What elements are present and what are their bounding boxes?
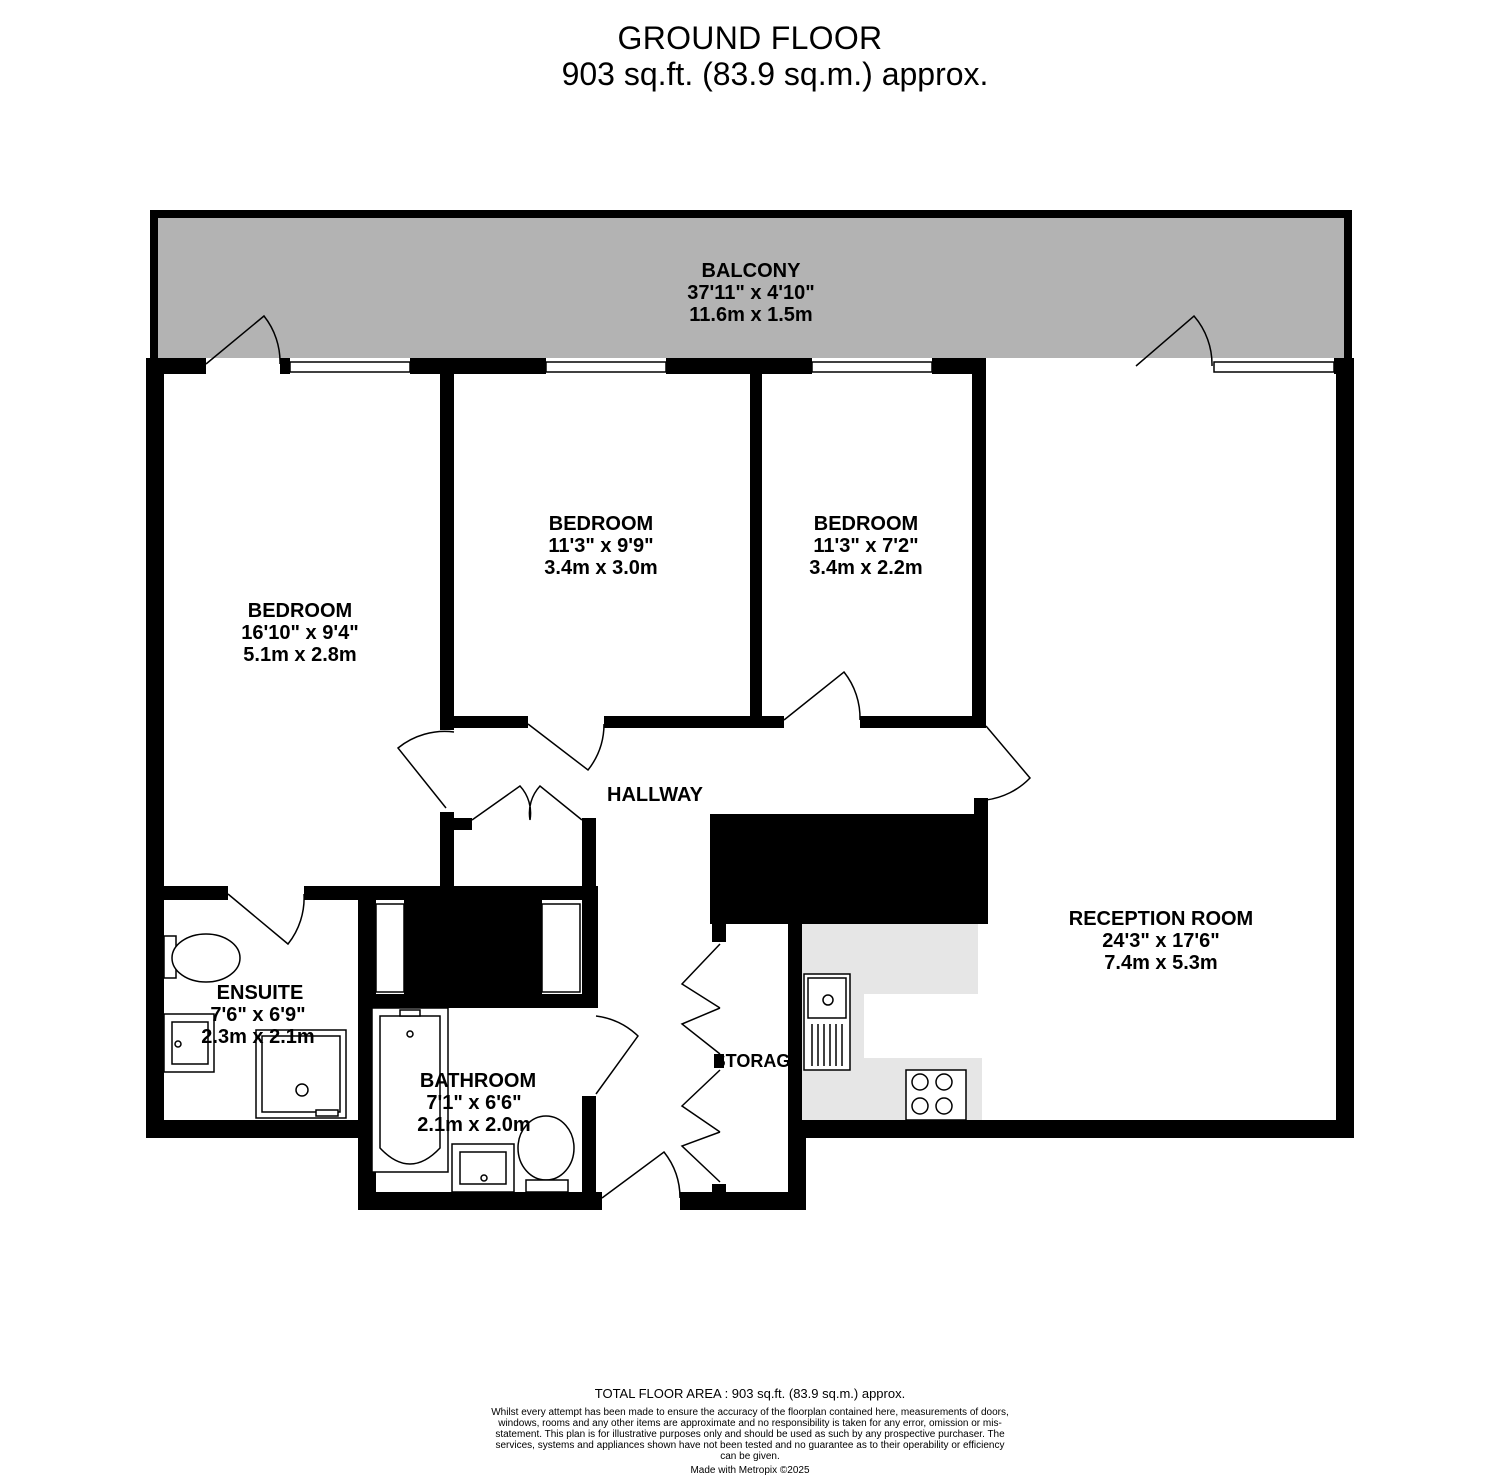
wall (750, 374, 762, 724)
bedroom1-metric: 5.1m x 2.8m (243, 644, 356, 666)
wall (788, 924, 802, 1138)
walls (146, 358, 1354, 1210)
floor-area: 903 sq.ft. (83.9 sq.m.) approx. (561, 56, 989, 92)
door-balcony-reception (1135, 314, 1213, 367)
wall (582, 1096, 596, 1210)
wall (860, 716, 986, 728)
window (289, 361, 411, 373)
wall (582, 818, 596, 890)
reception-imperial: 24'3" x 17'6" (1102, 930, 1219, 952)
wall (304, 886, 596, 900)
made-with: Made with Metropix ©2025 (690, 1465, 810, 1476)
windows (289, 361, 1335, 373)
balcony-floor (156, 216, 1346, 358)
wall (410, 358, 546, 374)
kitchen-unit-block (710, 814, 988, 924)
shower-icon (255, 1029, 347, 1119)
window (811, 361, 933, 373)
cupboard-shelf (541, 903, 581, 993)
ensuite-name: ENSUITE (217, 982, 304, 1004)
door-storage-lower (680, 1069, 721, 1183)
door-bathroom (595, 1015, 639, 1095)
wall (712, 924, 726, 942)
wall (146, 1120, 364, 1138)
wall (280, 358, 290, 374)
wall (358, 1192, 602, 1210)
disclaimer: Whilst every attempt has been made to en… (491, 1407, 1009, 1462)
total-floor-area: TOTAL FLOOR AREA : 903 sq.ft. (83.9 sq.m… (594, 1386, 906, 1401)
balcony-rail-top (150, 210, 1352, 218)
floor-title: GROUND FLOOR (617, 20, 883, 56)
door-bedroom1 (396, 730, 455, 809)
hob-icon (905, 1069, 967, 1121)
bath-icon (371, 1007, 449, 1173)
hallway-name: HALLWAY (607, 784, 704, 806)
cupboard (404, 900, 542, 994)
bedroom2-metric: 3.4m x 3.0m (544, 557, 657, 579)
bathroom-metric: 2.1m x 2.0m (417, 1114, 530, 1136)
wall (146, 886, 228, 900)
wall (1336, 358, 1354, 1138)
bedroom3-metric: 3.4m x 2.2m (809, 557, 922, 579)
ensuite-metric: 2.3m x 2.1m (201, 1026, 314, 1048)
window (545, 361, 667, 373)
bedroom3-imperial: 11'3" x 7'2" (813, 535, 918, 557)
wall (680, 1192, 806, 1210)
wall (932, 358, 986, 374)
wall (788, 1120, 1354, 1138)
window (1213, 361, 1335, 373)
door-reception (985, 725, 1032, 801)
basin-icon (451, 1143, 515, 1193)
wall (146, 358, 164, 1138)
wall (582, 886, 598, 1008)
toilet-icon (163, 933, 241, 983)
reception-metric: 7.4m x 5.3m (1104, 952, 1217, 974)
wall (712, 1184, 726, 1194)
sink-icon (803, 973, 851, 1071)
fixtures (163, 933, 967, 1193)
balcony-rail-right (1344, 210, 1352, 360)
wall (714, 1054, 724, 1068)
door-ensuite (227, 893, 305, 946)
wall (972, 374, 986, 726)
door-bedroom2 (527, 723, 605, 772)
bedroom3-name: BEDROOM (814, 513, 918, 535)
door-cupboard-double (471, 784, 583, 821)
balcony-imperial: 37'11" x 4'10" (687, 282, 814, 304)
bedroom2-imperial: 11'3" x 9'9" (548, 535, 653, 557)
wall (974, 798, 988, 924)
reception-name: RECEPTION ROOM (1069, 908, 1253, 930)
bedroom1-imperial: 16'10" x 9'4" (241, 622, 358, 644)
door-entrance (601, 1150, 681, 1199)
bedroom2-name: BEDROOM (549, 513, 653, 535)
toilet-icon (517, 1115, 575, 1193)
balcony-metric: 11.6m x 1.5m (689, 304, 812, 326)
balcony-name: BALCONY (702, 260, 802, 282)
wall (666, 358, 812, 374)
room-labels: BALCONY 37'11" x 4'10" 11.6m x 1.5m BEDR… (201, 260, 1253, 1136)
wall (604, 716, 784, 728)
bathroom-name: BATHROOM (420, 1070, 536, 1092)
wall (788, 1120, 806, 1210)
doors (205, 314, 1213, 1199)
bathroom-imperial: 7'1" x 6'6" (426, 1092, 521, 1114)
storage-name: STORAG (714, 1051, 791, 1071)
balcony (150, 210, 1352, 360)
cupboard-shelf (375, 903, 405, 993)
wall (440, 716, 528, 728)
bedroom1-name: BEDROOM (248, 600, 352, 622)
door-storage-upper (680, 943, 721, 1055)
wall (440, 818, 472, 830)
wall (358, 994, 598, 1008)
door-bedroom3 (783, 670, 861, 721)
wall (440, 374, 454, 730)
ensuite-imperial: 7'6" x 6'9" (210, 1004, 305, 1026)
door-balcony-bedroom (205, 314, 281, 365)
basin-icon (163, 1013, 215, 1073)
balcony-rail-left (150, 210, 158, 360)
wall (440, 812, 454, 890)
